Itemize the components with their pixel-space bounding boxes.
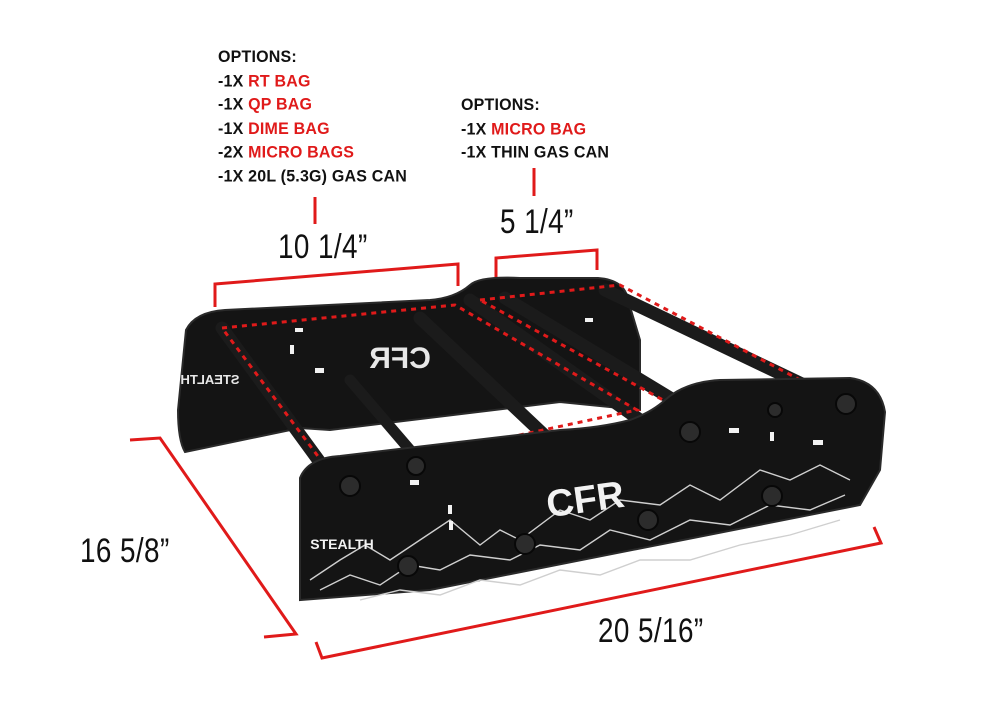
options-left-title: OPTIONS:: [218, 48, 297, 67]
options-left-item: -1X RT BAG: [218, 71, 311, 90]
options-right-item: -1X MICRO BAG: [461, 119, 587, 138]
rack-front-plate: CFR STEALTH: [299, 376, 887, 602]
options-left-item: -2X MICRO BAGS: [218, 143, 355, 162]
left-bay-bracket: [213, 262, 460, 307]
dimension-lines: [129, 168, 884, 660]
dimension-right-bay: 5 1/4”: [500, 203, 574, 241]
rack-back-logo: CFR: [369, 342, 431, 375]
rack-back-brand: STEALTH: [181, 372, 240, 387]
left-bay-outline: [219, 303, 642, 477]
options-right-title: OPTIONS:: [461, 96, 540, 115]
options-left-item: -1X QP BAG: [218, 95, 313, 114]
rack-front-brand: STEALTH: [310, 536, 374, 552]
options-right: OPTIONS: -1X MICRO BAG -1X THIN GAS CAN: [461, 94, 609, 166]
length-bracket: [314, 526, 884, 660]
options-right-item: -1X THIN GAS CAN: [461, 143, 610, 162]
depth-bracket: [129, 436, 299, 639]
options-left: OPTIONS: -1X RT BAG -1X QP BAG -1X DIME …: [218, 46, 407, 189]
dimension-left-bay: 10 1/4”: [278, 228, 368, 266]
options-left-item: -1X 20L (5.3G) GAS CAN: [218, 167, 408, 186]
rack-crossbars: [215, 283, 832, 483]
dimension-depth: 16 5/8”: [80, 532, 170, 570]
dimension-length: 20 5/16”: [598, 612, 704, 650]
right-bay-bracket: [494, 248, 599, 279]
options-left-item: -1X DIME BAG: [218, 119, 330, 138]
